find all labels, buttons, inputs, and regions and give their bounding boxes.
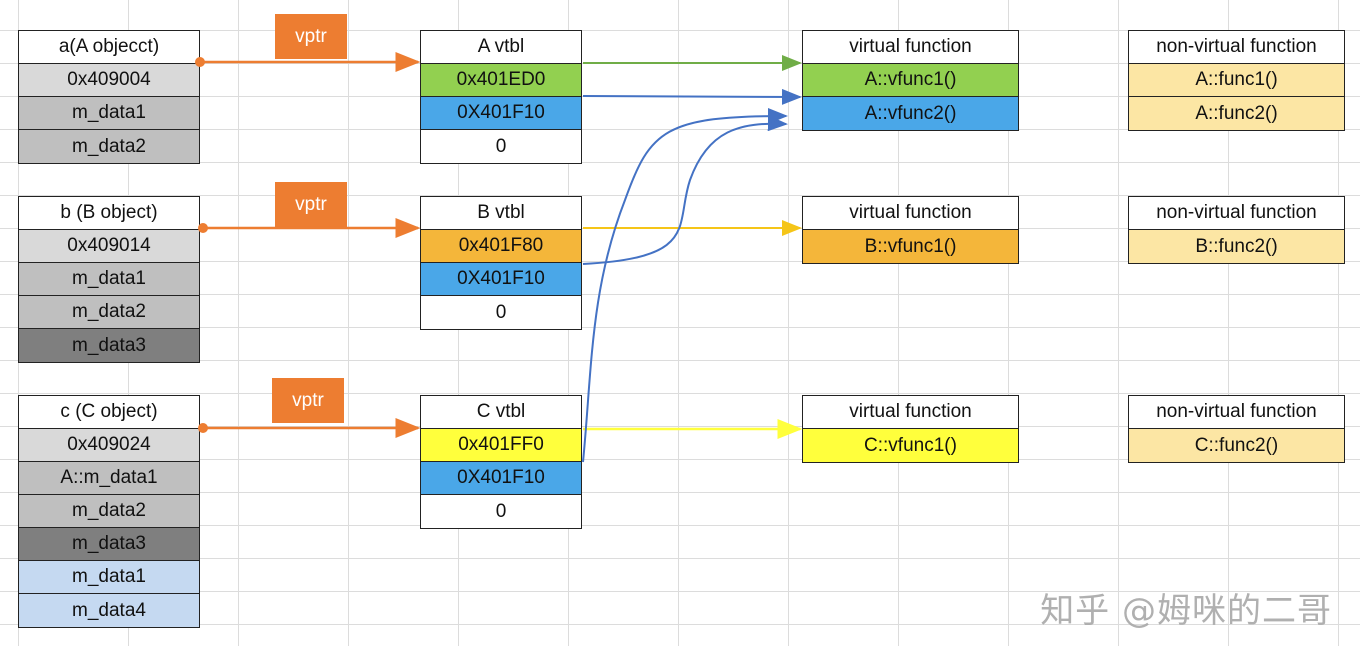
- arrow-b-vfunc2-shared: [582, 115, 788, 265]
- virtual-function-entry: A::vfunc1(): [803, 64, 1018, 97]
- vtable-b-terminator: 0: [495, 301, 507, 323]
- non-virtual-function-entry: A::func2(): [1129, 97, 1344, 130]
- vtable-c-entry: 0x401FF0: [421, 429, 581, 462]
- vtable-c-header: C vtbl: [421, 396, 581, 429]
- object-a-member: m_data1: [19, 97, 199, 130]
- vtable-c: C vtbl 0x401FF0 0X401F10 0: [420, 395, 582, 529]
- vtable-a-header: A vtbl: [421, 31, 581, 64]
- object-c-vptr-address: 0x409024: [19, 429, 199, 462]
- vtable-a-entry: 0x401ED0: [421, 64, 581, 97]
- object-a-table: a(A objecct) 0x409004 m_data1 m_data2: [18, 30, 200, 164]
- non-virtual-function-header: non-virtual function: [1129, 197, 1344, 230]
- non-virtual-function-entry: A::func1(): [1129, 64, 1344, 97]
- object-b-table: b (B object) 0x409014 m_data1 m_data2 m_…: [18, 196, 200, 363]
- non-virtual-function-table-b: non-virtual function B::func2(): [1128, 196, 1345, 264]
- arrow-c-vfunc2-shared: [582, 108, 788, 463]
- vtable-b-header: B vtbl: [421, 197, 581, 230]
- object-b-header: b (B object): [19, 197, 199, 230]
- vtable-a-entry: 0X401F10: [421, 97, 581, 130]
- object-c-member: m_data1: [19, 561, 199, 594]
- object-b-member: m_data1: [19, 263, 199, 296]
- object-a-vptr-address: 0x409004: [19, 64, 199, 97]
- object-c-member: m_data3: [19, 528, 199, 561]
- vtable-a-terminator: 0: [495, 135, 507, 157]
- virtual-function-header: virtual function: [803, 31, 1018, 64]
- non-virtual-function-table-a: non-virtual function A::func1() A::func2…: [1128, 30, 1345, 131]
- virtual-function-entry: C::vfunc1(): [803, 429, 1018, 462]
- object-c-table: c (C object) 0x409024 A::m_data1 m_data2…: [18, 395, 200, 628]
- virtual-function-header: virtual function: [803, 396, 1018, 429]
- object-a-header: a(A objecct): [19, 31, 199, 64]
- non-virtual-function-table-c: non-virtual function C::func2(): [1128, 395, 1345, 463]
- object-b-member: m_data2: [19, 296, 199, 329]
- object-a-member: m_data2: [19, 130, 199, 163]
- object-c-member: m_data4: [19, 594, 199, 627]
- arrow-a-vfunc2: [582, 88, 802, 105]
- watermark: 知乎 @姆咪的二哥: [1040, 591, 1332, 631]
- virtual-function-table-c: virtual function C::vfunc1(): [802, 395, 1019, 463]
- object-b-vptr-address: 0x409014: [19, 230, 199, 263]
- vptr-label-c: vptr: [272, 378, 344, 423]
- vtable-a: A vtbl 0x401ED0 0X401F10 0: [420, 30, 582, 164]
- non-virtual-function-entry: C::func2(): [1129, 429, 1344, 462]
- virtual-function-entry: B::vfunc1(): [803, 230, 1018, 263]
- object-b-member: m_data3: [19, 329, 199, 362]
- virtual-function-entry: A::vfunc2(): [803, 97, 1018, 130]
- vptr-label-b: vptr: [275, 182, 347, 227]
- object-c-member: A::m_data1: [19, 462, 199, 495]
- object-c-member: m_data2: [19, 495, 199, 528]
- virtual-function-header: virtual function: [803, 197, 1018, 230]
- non-virtual-function-header: non-virtual function: [1129, 31, 1344, 64]
- virtual-function-table-b: virtual function B::vfunc1(): [802, 196, 1019, 264]
- virtual-function-table-a: virtual function A::vfunc1() A::vfunc2(): [802, 30, 1019, 131]
- non-virtual-function-entry: B::func2(): [1129, 230, 1344, 263]
- vtable-c-terminator: 0: [495, 500, 507, 522]
- vtable-b-entry: 0X401F10: [421, 263, 581, 296]
- vtable-b-entry: 0x401F80: [421, 230, 581, 263]
- vtable-b: B vtbl 0x401F80 0X401F10 0: [420, 196, 582, 330]
- object-c-header: c (C object): [19, 396, 199, 429]
- non-virtual-function-header: non-virtual function: [1129, 396, 1344, 429]
- vptr-label-a: vptr: [275, 14, 347, 59]
- vtable-c-entry: 0X401F10: [421, 462, 581, 495]
